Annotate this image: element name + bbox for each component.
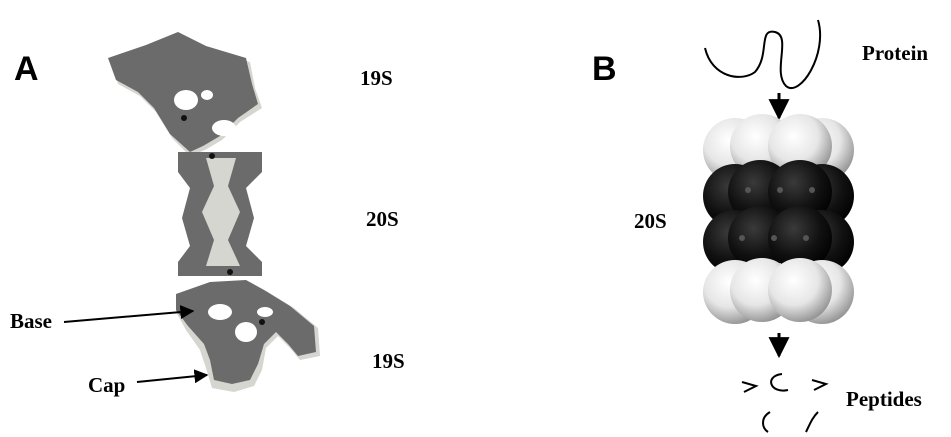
cavity-hole	[235, 322, 257, 342]
panel-a-letter: A	[14, 50, 39, 88]
cavity-hole	[257, 307, 273, 317]
cavity-hole	[201, 90, 213, 100]
cavity-hole	[212, 120, 236, 136]
cap-arrow	[137, 375, 207, 382]
label-20s-middle: 20S	[366, 207, 399, 231]
top-19s-density	[108, 32, 262, 156]
label-protein: Protein	[862, 41, 928, 65]
label-20s-core: 20S	[634, 209, 667, 233]
label-19s-top: 19S	[360, 66, 393, 90]
label-base: Base	[10, 309, 52, 333]
label-19s-bottom: 19S	[372, 349, 405, 373]
protein-chain	[705, 20, 820, 88]
peptide-fragments	[742, 374, 826, 432]
middle-20s-density	[178, 152, 262, 276]
panel-a: A 19S 20S 19S Base	[10, 32, 405, 397]
core-particle-model	[703, 114, 854, 324]
base-arrow	[64, 311, 193, 322]
cavity-hole	[174, 90, 198, 110]
panel-b-letter: B	[592, 50, 617, 88]
label-cap: Cap	[88, 373, 125, 397]
cavity-hole	[208, 304, 232, 320]
panel-b: B Protein	[592, 20, 928, 432]
label-peptides: Peptides	[846, 387, 922, 411]
